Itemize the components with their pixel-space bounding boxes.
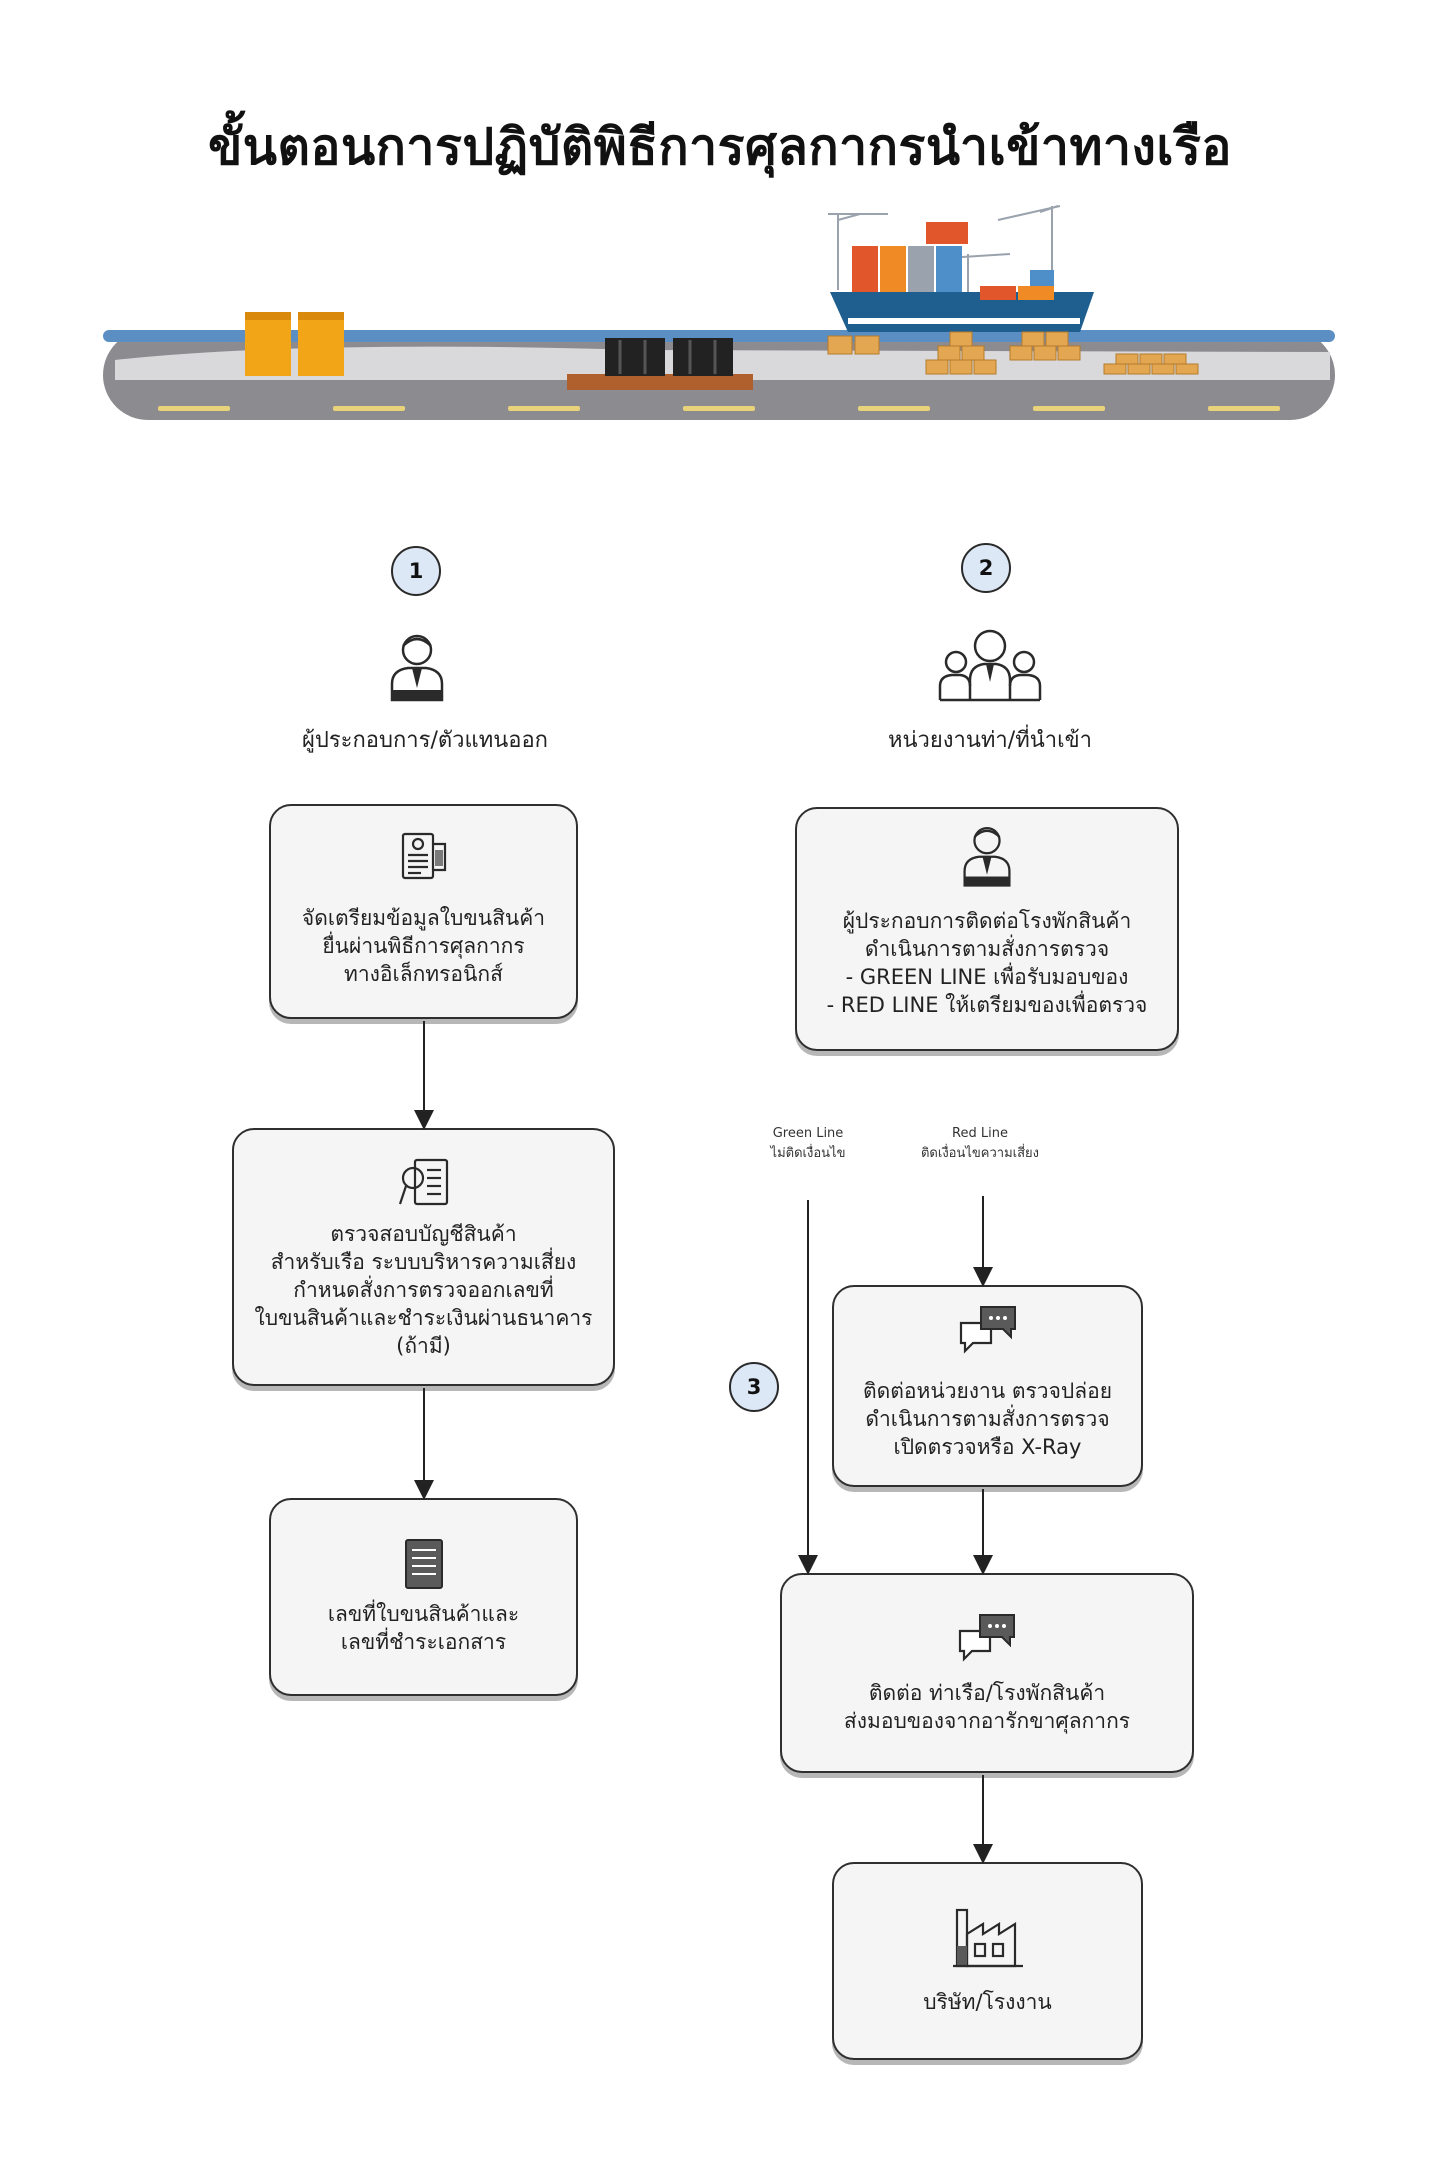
businessman-icon <box>963 826 1011 887</box>
chat-bubbles-icon <box>959 1306 1016 1354</box>
green-line-name: Green Line <box>772 1126 844 1141</box>
declaration-number-box: เลขที่ใบขนสินค้าและ เลขที่ชำระเอกสาร <box>269 1498 578 1696</box>
document-icon <box>401 832 446 880</box>
box-line: สำหรับเรือ ระบบบริหารความเสี่ยง <box>270 1250 577 1274</box>
step-3-badge: 3 <box>729 1362 779 1412</box>
box-line: ติดต่อ ท่าเรือ/โรงพักสินค้า <box>868 1681 1106 1705</box>
factory-icon <box>952 1908 1023 1968</box>
red-line-label: Red Line ติดเงื่อนไขความเสี่ยง <box>900 1124 1060 1164</box>
barrels <box>567 338 753 390</box>
ledger-icon <box>404 1539 443 1589</box>
cargo-ship <box>830 222 1094 332</box>
box-line: จัดเตรียมข้อมูลใบขนสินค้า <box>301 906 546 930</box>
inspection-release-box: ติดต่อหน่วยงาน ตรวจปล่อย ดำเนินการตามสั่… <box>832 1285 1143 1487</box>
release-goods-box: ติดต่อ ท่าเรือ/โรงพักสินค้า ส่งมอบของจาก… <box>780 1573 1194 1773</box>
box-line: เปิดตรวจหรือ X-Ray <box>893 1435 1082 1459</box>
box-line: เลขที่ชำระเอกสาร <box>340 1630 507 1654</box>
page-title: ขั้นตอนการปฏิบัติพิธีการศุลกากรนำเข้าทาง… <box>208 118 1232 176</box>
box-line: กำหนดสั่งการตรวจออกเลขที่ <box>293 1278 554 1302</box>
box-line: ดำเนินการตามสั่งการตรวจ <box>865 1407 1110 1431</box>
red-line-desc: ติดเงื่อนไขความเสี่ยง <box>920 1146 1039 1161</box>
box-line: ติดต่อหน่วยงาน ตรวจปล่อย <box>862 1379 1113 1403</box>
box-line: ตรวจสอบบัญชีสินค้า <box>330 1222 517 1246</box>
magnifier-document-icon <box>398 1158 448 1206</box>
port-scene-illustration <box>103 205 1335 420</box>
box-line: ยื่นผ่านพิธีการศุลกากร <box>322 934 525 958</box>
box-line: ส่งมอบของจากอารักขาศุลกากร <box>843 1709 1131 1733</box>
step-2-badge: 2 <box>961 543 1011 593</box>
businessman-icon <box>390 634 444 702</box>
company-factory-box: บริษัท/โรงงาน <box>832 1862 1143 2060</box>
group-people-icon <box>938 629 1042 702</box>
box-line: - GREEN LINE เพื่อรับมอบของ <box>845 965 1129 989</box>
manifest-check-box: ตรวจสอบบัญชีสินค้า สำหรับเรือ ระบบบริหาร… <box>232 1128 615 1386</box>
box-line: - RED LINE ให้เตรียมของเพื่อตรวจ <box>826 993 1148 1017</box>
green-line-label: Green Line ไม่ติดเงื่อนไข <box>748 1124 868 1164</box>
contact-warehouse-box: ผู้ประกอบการติดต่อโรงพักสินค้า ดำเนินการ… <box>795 807 1179 1051</box>
prepare-declaration-box: จัดเตรียมข้อมูลใบขนสินค้า ยื่นผ่านพิธีกา… <box>269 804 578 1019</box>
box-line: บริษัท/โรงงาน <box>923 1990 1052 2014</box>
role-label-operator: ผู้ประกอบการ/ตัวแทนออก <box>302 728 548 753</box>
role-label-port-authority: หน่วยงานท่า/ที่นำเข้า <box>888 728 1092 753</box>
box-line: ทางอิเล็กทรอนิกส์ <box>344 962 503 986</box>
box-line: ผู้ประกอบการติดต่อโรงพักสินค้า <box>842 909 1132 933</box>
red-line-name: Red Line <box>952 1126 1008 1141</box>
box-line: ใบขนสินค้าและชำระเงินผ่านธนาคาร <box>254 1306 593 1330</box>
storage-tanks <box>245 312 344 376</box>
box-line: (ถ้ามี) <box>396 1334 451 1358</box>
chat-bubbles-icon <box>958 1614 1015 1662</box>
step-1-badge: 1 <box>391 546 441 596</box>
box-line: เลขที่ใบขนสินค้าและ <box>327 1602 520 1626</box>
green-line-desc: ไม่ติดเงื่อนไข <box>770 1146 846 1161</box>
box-line: ดำเนินการตามสั่งการตรวจ <box>864 937 1110 961</box>
